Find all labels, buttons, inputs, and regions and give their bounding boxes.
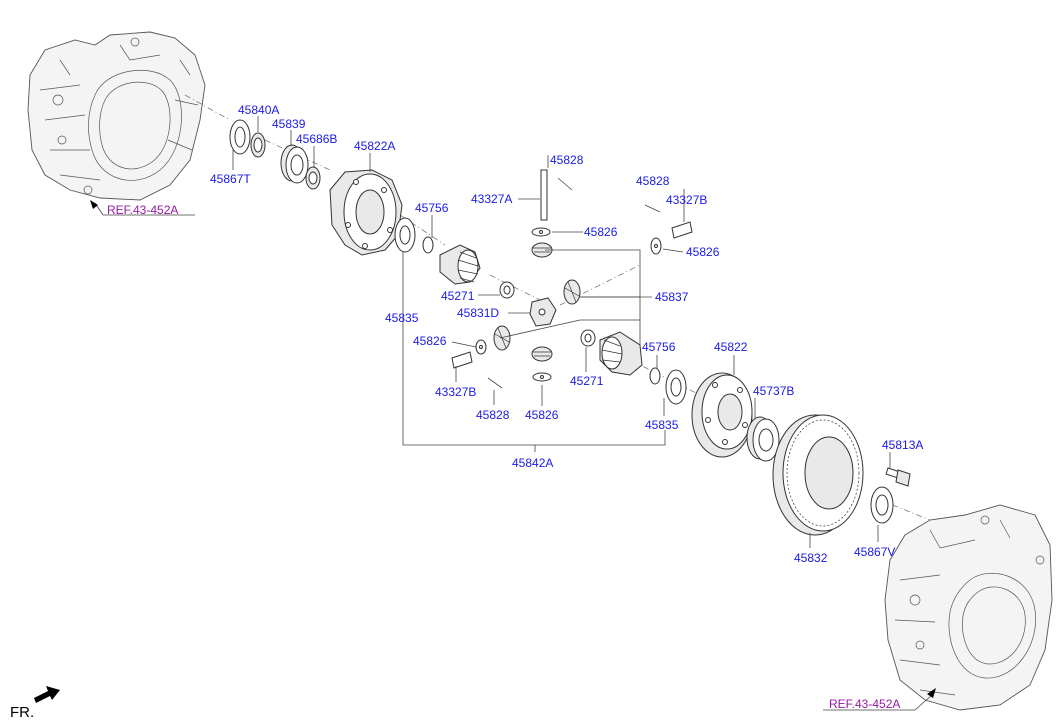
leader-lines: [232, 116, 891, 548]
pin-45828-bottom: [487, 377, 503, 389]
pinion-gear-left: [493, 325, 511, 351]
label-45271-right[interactable]: 45271: [570, 374, 604, 388]
group-bracket-45837: [499, 249, 641, 345]
label-45822A[interactable]: 45822A: [354, 139, 395, 153]
transaxle-case-bottom: [884, 504, 1053, 711]
label-45867V[interactable]: 45867V: [854, 545, 895, 559]
label-43327B-left[interactable]: 43327B: [435, 385, 476, 399]
seal-45840A: [250, 132, 266, 158]
ref-label-top[interactable]: REF.43-452A: [107, 203, 178, 217]
label-45822[interactable]: 45822: [714, 340, 748, 354]
pinion-gear-top: [531, 242, 553, 258]
label-45826-right[interactable]: 45826: [686, 245, 720, 259]
label-45831D[interactable]: 45831D: [457, 306, 499, 320]
bearing-45839: [280, 144, 309, 184]
diff-case-45822A: [329, 169, 403, 256]
label-45832[interactable]: 45832: [794, 551, 828, 565]
shaft-43327B-left: [451, 351, 473, 369]
label-45826-bottom[interactable]: 45826: [525, 408, 559, 422]
thrust-45271-right: [580, 329, 596, 347]
washer-45835-right: [665, 369, 687, 405]
pinion-shaft-43327A: [540, 169, 548, 221]
label-45828-top[interactable]: 45828: [550, 153, 584, 167]
ref-label-bottom[interactable]: REF.43-452A: [829, 697, 900, 711]
label-45840A[interactable]: 45840A: [238, 103, 279, 117]
ring-45686B: [305, 166, 321, 190]
pin-45828-right: [644, 204, 661, 213]
washer-45826-right: [650, 237, 662, 255]
ring-45756-right: [649, 367, 661, 385]
label-45826-top[interactable]: 45826: [584, 225, 618, 239]
ref-callout-top[interactable]: [90, 200, 195, 216]
thrust-45271-left: [499, 281, 515, 299]
label-45813A[interactable]: 45813A: [882, 438, 923, 452]
label-43327A[interactable]: 43327A: [471, 192, 512, 206]
transaxle-case-top: [27, 31, 206, 201]
label-45271-left[interactable]: 45271: [441, 289, 475, 303]
washer-45835-left: [394, 217, 416, 253]
pinion-gear-right: [563, 279, 581, 305]
side-gear-right: [599, 331, 643, 376]
pin-45828-top: [557, 177, 573, 191]
direction-label: FR.: [10, 704, 34, 721]
ring-45756-left: [422, 236, 434, 254]
diff-case-45822: [691, 372, 753, 458]
pinion-gear-bottom: [531, 346, 553, 362]
label-45756-right[interactable]: 45756: [642, 340, 676, 354]
block-45831D: [529, 297, 557, 327]
part-labels: 45840A 45839 45686B 45822A 45867T 45756 …: [10, 103, 923, 721]
label-45737B[interactable]: 45737B: [753, 384, 794, 398]
washer-45826-left: [475, 339, 487, 355]
shaft-43327B-right: [671, 221, 693, 239]
label-45842A[interactable]: 45842A: [512, 456, 553, 470]
label-45837[interactable]: 45837: [655, 290, 689, 304]
direction-arrow-icon: [34, 686, 60, 703]
label-45826-left[interactable]: 45826: [413, 334, 447, 348]
washer-45826-bottom: [532, 372, 552, 382]
label-45828-bottom[interactable]: 45828: [476, 408, 510, 422]
label-45828-right[interactable]: 45828: [636, 174, 670, 188]
shim-45867V: [870, 486, 894, 524]
ref-callout-bottom[interactable]: [823, 688, 936, 711]
label-45756-left[interactable]: 45756: [415, 201, 449, 215]
label-45867T[interactable]: 45867T: [210, 172, 251, 186]
shim-45867T: [229, 119, 251, 155]
bolt-45813A: [885, 467, 911, 487]
label-45835-right[interactable]: 45835: [645, 418, 679, 432]
label-45835-left[interactable]: 45835: [385, 311, 419, 325]
side-gear-left: [439, 244, 481, 285]
label-45839[interactable]: 45839: [272, 117, 306, 131]
ring-gear-45832: [772, 414, 864, 536]
group-bracket-45842A: [402, 252, 666, 452]
label-43327B-right[interactable]: 43327B: [666, 193, 707, 207]
label-45686B[interactable]: 45686B: [296, 132, 337, 146]
bearing-45737B: [746, 416, 780, 462]
washer-45826-top: [531, 227, 551, 237]
